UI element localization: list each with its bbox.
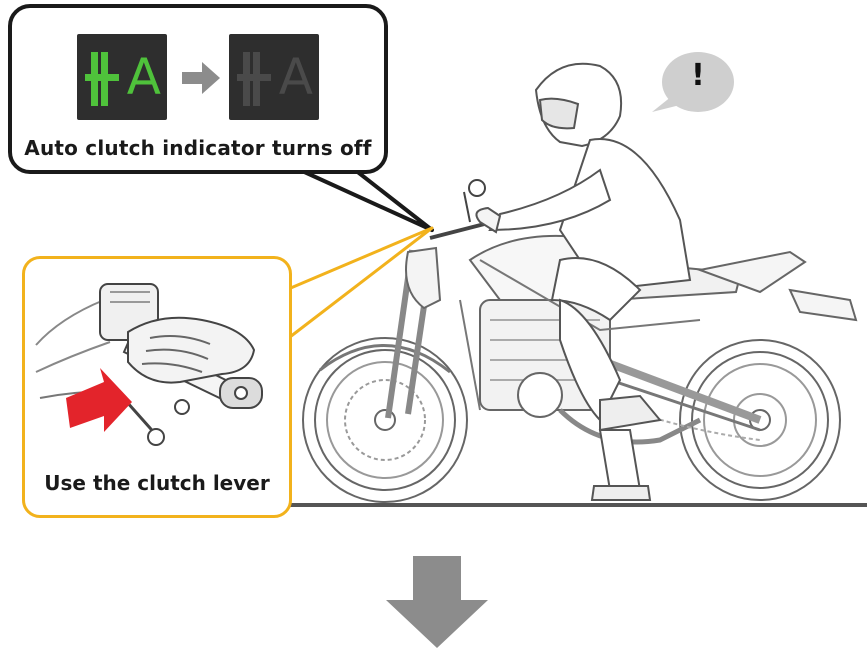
indicator-on-letter: A (127, 40, 161, 114)
down-arrow-icon (386, 556, 488, 648)
clutch-lever-caption: Use the clutch lever (25, 471, 289, 495)
auto-clutch-indicator-icon (83, 44, 123, 114)
clutch-lever-callout: Use the clutch lever (22, 256, 292, 518)
right-arrow-icon (182, 62, 220, 94)
indicator-off: A (229, 34, 319, 120)
callout-top-tail (300, 166, 432, 230)
indicator-caption: Auto clutch indicator turns off (12, 136, 384, 160)
front-wheel (303, 338, 467, 502)
indicator-callout: A A Auto clutch indicator turns off (8, 4, 388, 174)
indicator-off-letter: A (279, 40, 313, 114)
indicator-on: A (77, 34, 167, 120)
auto-clutch-indicator-icon (235, 44, 275, 114)
exclamation-mark: ! (672, 58, 724, 93)
